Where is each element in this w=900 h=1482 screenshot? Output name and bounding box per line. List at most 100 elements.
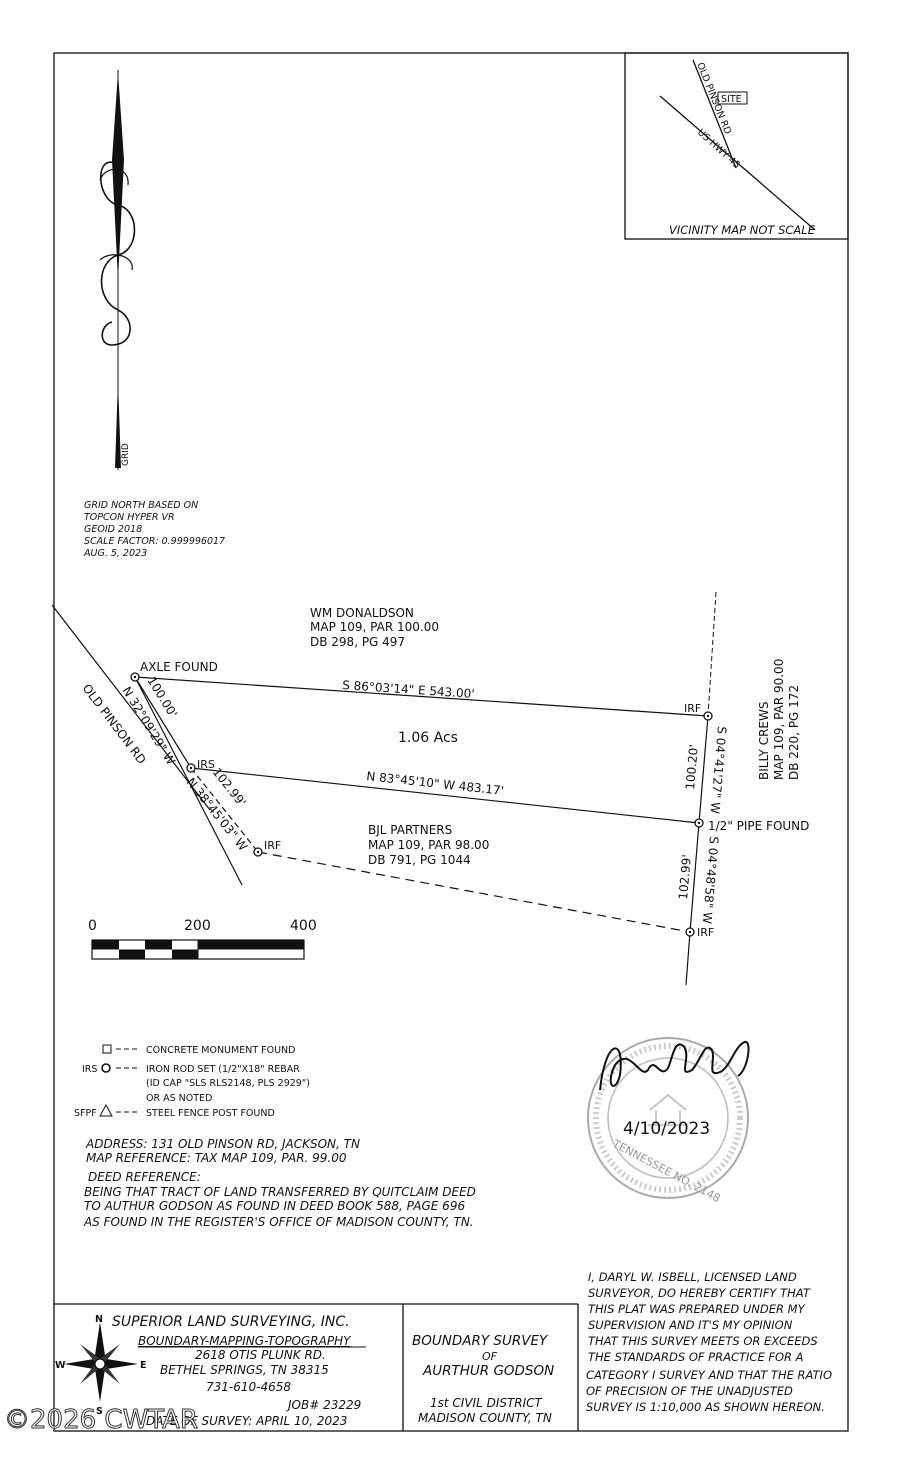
compass-center [94,1358,106,1370]
east-lower-boundary-line [689,822,700,933]
county: MADISON COUNTY, TN [418,1411,552,1425]
parcel-north-map: MAP 109, PAR 100.00 [310,620,439,634]
deed-reference-line: BEING THAT TRACT OF LAND TRANSFERRED BY … [84,1185,476,1199]
vicinity-map: SITE OLD PINSON RD US HWY 45 VICINITY MA… [624,52,849,240]
vicinity-road2-label: US HWY 45 [695,127,742,171]
corner-label-irf-ne: IRF [684,702,701,715]
civil-district: 1st CIVIL DISTRICT [430,1396,544,1410]
certification-line: THAT THIS SURVEY MEETS OR EXCEEDS [588,1334,818,1348]
corner-center-dot [688,930,692,934]
west-upper-boundary-line [134,676,192,769]
scale-tick-label: 0 [88,918,97,934]
west-lower-boundary-line [190,767,259,853]
certification-line: CATEGORY I SURVEY AND THAT THE RATIO [586,1368,832,1382]
legend-irs-line: OR AS NOTED [146,1093,212,1104]
seal-date: 4/10/2023 [623,1119,710,1139]
survey-title-line: BOUNDARY SURVEY [412,1333,549,1349]
deed-reference-line: TO AUTHUR GODSON AS FOUND IN DEED BOOK 5… [84,1199,465,1213]
job-number: JOB# 23229 [286,1398,361,1412]
corner-center-dot [256,850,260,854]
grid-note-line: GEOID 2018 [84,524,142,535]
concrete-monument-symbol [102,1044,112,1054]
watermark: ©2026 CWTAR [4,1405,198,1435]
certification-line: THE STANDARDS OF PRACTICE FOR A [588,1350,804,1364]
parcel-east-map: MAP 109, PAR 90.00 [772,659,786,780]
certification-line: SURVEYOR, DO HEREBY CERTIFY THAT [588,1286,811,1300]
corner-center-dot [697,821,701,825]
certification-line: OF PRECISION OF THE UNADJUSTED [586,1384,793,1398]
survey-date: DATE OF SURVEY: APRIL 10, 2023 [146,1414,347,1428]
compass-label-n: N [95,1314,103,1325]
corner-label-irf-se: IRF [697,926,714,939]
corner-label-irs: IRS [197,758,215,771]
parcel-north-deed: DB 298, PG 497 [310,635,405,649]
road-edge-line [51,604,211,811]
east-upper-distance: 100.20' [683,744,701,790]
certification-line: SUPERVISION AND IT'S MY OPINION [588,1318,793,1332]
company-phone: 731-610-4658 [206,1380,291,1394]
sheet-border [53,52,849,1432]
surveyor-signature [599,1041,750,1091]
scale-tick-label: 400 [290,918,317,934]
compass-label-s: S [96,1406,103,1417]
grid-note-line: GRID NORTH BASED ON [84,500,198,511]
north-arrow-label: GRID [121,443,131,466]
certification-line: THIS PLAT WAS PREPARED UNDER MY [588,1302,806,1316]
east-upper-boundary-line [698,715,709,824]
grid-note-line: TOPCON HYPER VR [84,512,175,523]
corner-markers [130,672,713,937]
compass-label-w: W [55,1360,66,1371]
company-address-1: 2618 OTIS PLUNK RD. [195,1348,326,1362]
corner-label-axle: AXLE FOUND [140,660,218,674]
certification-line: SURVEY IS 1:10,000 AS SHOWN HEREON. [586,1400,825,1414]
deed-reference-title: DEED REFERENCE: [88,1170,201,1184]
company-address-2: BETHEL SPRINGS, TN 38315 [160,1363,329,1377]
legend-irs-line: IRON ROD SET (1/2"X18" REBAR [146,1064,300,1075]
north-line-bearing: S 86°03'14" E 543.00' [342,678,475,701]
north-boundary-line [134,676,709,717]
north-arrow-tail [115,380,121,468]
east-line-extension [707,591,717,717]
east-line-extension-south [685,931,691,986]
road-centerline [134,676,243,886]
legend-sfpf-prefix: SFPF [74,1108,97,1119]
vicinity-road-us-hwy-45 [659,95,816,231]
north-arrow: GRID [99,70,136,470]
parcel-south-owner: BJL PARTNERS [368,823,452,837]
vicinity-site-label: SITE [721,94,742,105]
certification: I, DARYL W. ISBELL, LICENSED LAND SURVEY… [586,1270,832,1414]
seal-emblem [648,1094,688,1126]
corner-label-irf-sw: IRF [264,839,281,852]
iron-rod-set-symbol [101,1063,111,1073]
compass-rose-icon: N S E W [55,1314,147,1417]
seal-ring-text: TENNESSEE NO. 2148 [610,1137,723,1205]
grid-note-line: SCALE FACTOR: 0.999996017 [84,536,225,547]
steel-fence-post-symbol [99,1103,113,1117]
compass-label-e: E [140,1360,147,1371]
grid-note-line: AUG. 5, 2023 [83,548,147,559]
seal-inner-ring [607,1057,729,1179]
scale-tick-label: 200 [184,918,211,934]
east-lower-bearing: S 04°48'58" W [700,836,721,925]
east-upper-bearing: S 04°41'27" W [708,726,729,815]
property-address: ADDRESS: 131 OLD PINSON RD, JACKSON, TN [85,1137,360,1151]
survey-title-line: OF [482,1350,498,1363]
corner-center-dot [189,766,193,770]
map-reference: MAP REFERENCE: TAX MAP 109, PAR. 99.00 [86,1151,347,1165]
parcel-east-owner: BILLY CREWS [757,702,771,780]
vicinity-map-title: VICINITY MAP NOT SCALE [669,223,816,237]
legend-steel-fence-post: STEEL FENCE POST FOUND [146,1108,275,1119]
legend-irs-prefix: IRS [82,1064,97,1075]
scale-bar-segment [172,949,198,959]
parcel-south-map: MAP 109, PAR 98.00 [368,838,489,852]
scale-bar-segment [119,949,145,959]
vicinity-road-old-pinson [692,59,737,169]
property-info: ADDRESS: 131 OLD PINSON RD, JACKSON, TN … [83,1137,476,1229]
legend-concrete-monument: CONCRETE MONUMENT FOUND [146,1045,295,1056]
seal-texture [593,1043,743,1193]
certification-line: I, DARYL W. ISBELL, LICENSED LAND [588,1270,797,1284]
middle-line-bearing: N 83°45'10" W 483.17' [366,769,505,798]
company-tagline: BOUNDARY-MAPPING-TOPOGRAPHY [138,1334,352,1348]
vicinity-site-box [717,91,748,105]
